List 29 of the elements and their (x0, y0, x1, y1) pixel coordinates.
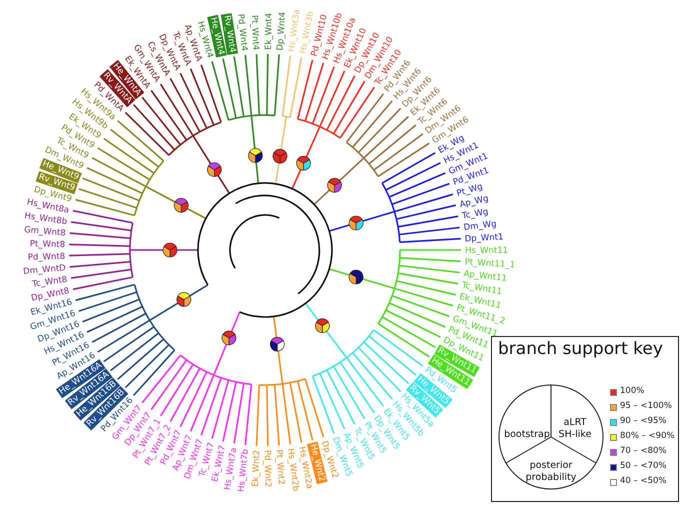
gene-label: Hs_Wnt2b (284, 448, 300, 492)
gene-label: Pt_Wnt11_1 (464, 258, 516, 270)
gene-label: Dp_Wnt4 (275, 12, 288, 51)
gene-label: Pt_Wnt2 (273, 449, 286, 486)
gene-label: Tc_Wg (461, 207, 490, 222)
gene-label: Pd_Wnt2 (262, 450, 272, 488)
legend-label: 70 – <80% (620, 446, 666, 456)
gene-label: Hs_Wnt11 (465, 246, 508, 256)
gene-label: Hs_Wnt8b (24, 211, 68, 228)
legend-label: 100% (620, 386, 644, 396)
legend-label: 80% – <90% (620, 431, 675, 441)
legend-label: 50 – <70% (620, 461, 666, 471)
key-title: branch support key (498, 339, 663, 359)
legend-label: 95 – <100% (620, 401, 672, 411)
gene-label: Ek_Wnt4 (264, 12, 274, 50)
gene-label: Hs_Wnt7b (236, 448, 251, 492)
gene-label: Gm_Wnt8 (24, 225, 66, 239)
legend-label: 40 – <50% (620, 476, 666, 486)
legend-label: 90 – <95% (620, 416, 666, 426)
key-sector-label: aLRT SH-like (558, 417, 592, 441)
gene-label: Pt_Wnt4 (248, 14, 260, 50)
key-sector-label: posterior probability (524, 460, 578, 484)
gene-label: Dp_Wnt1 (464, 232, 504, 244)
gene-label: Ek_Wnt2 (250, 450, 262, 488)
gene-label: Pd_Wnt8 (28, 252, 66, 263)
gene-label: Dm_Wg (463, 219, 498, 233)
gene-label: Pt_Wnt8 (30, 239, 66, 250)
key-sector-label: bootstrap (503, 429, 551, 441)
gene-label: Dm_WntD (22, 263, 66, 277)
